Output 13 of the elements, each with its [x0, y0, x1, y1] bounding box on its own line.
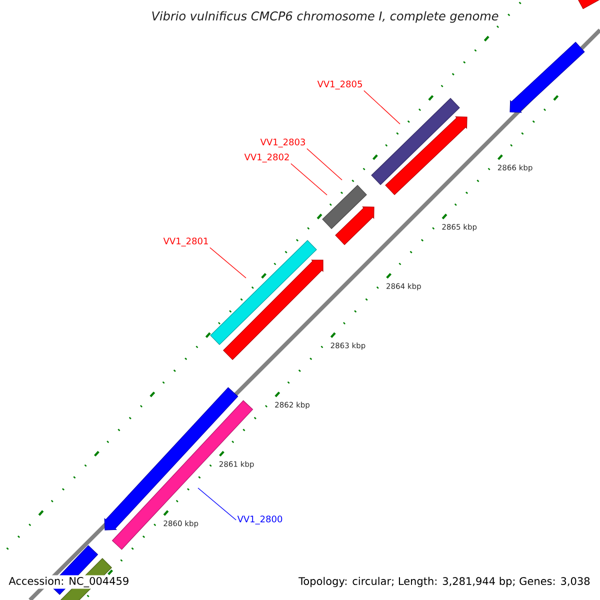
leader-line — [210, 247, 246, 278]
title: Vibrio vulnificus CMCP6 chromosome I, complete genome — [152, 11, 498, 23]
leader-line — [364, 90, 400, 124]
gene-label: VV1_2801 — [163, 238, 208, 246]
leader-line — [198, 488, 236, 520]
gene-label: VV1_2802 — [244, 154, 289, 162]
footer-text: Accession: NC_004459 — [7, 575, 131, 589]
gene-label: VV1_2803 — [260, 138, 305, 148]
gene-label: VV1_2800 — [237, 516, 282, 524]
gene-label: VV1_2805 — [317, 80, 362, 90]
leader-line — [290, 163, 328, 196]
leader-line — [306, 148, 342, 180]
footer-text: Topology: circular; Length: 3,281,944 bp; Genes: 3,038 — [297, 575, 592, 589]
